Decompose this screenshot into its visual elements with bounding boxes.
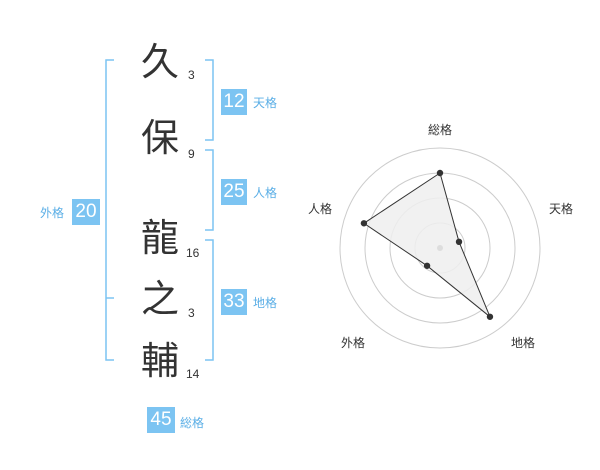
radar-point: [486, 313, 494, 320]
radar-label-gaikaku: 外格: [341, 336, 366, 350]
stroke-count-2: 9: [188, 147, 195, 161]
chikaku-score: 33: [221, 289, 247, 315]
jinkaku-label: 人格: [253, 186, 278, 200]
soukaku-score: 45: [147, 407, 175, 433]
stroke-count-3: 16: [186, 246, 200, 260]
radar-label-jinkaku: 人格: [308, 202, 333, 216]
radar-point: [455, 238, 463, 246]
stroke-count-1: 3: [188, 68, 195, 82]
name-char-4: 之: [140, 277, 179, 321]
name-char-2: 保: [140, 116, 179, 160]
stroke-count-5: 14: [186, 367, 200, 381]
radar-ring: [339, 147, 541, 349]
radar-label-soukaku: 総格: [428, 123, 453, 137]
radar-label-tenkaku: 天格: [549, 202, 574, 216]
soukaku-label: 総格: [180, 416, 205, 430]
gaikaku-label: 外格: [40, 206, 65, 220]
radar-point: [436, 169, 444, 177]
tenkaku-label: 天格: [253, 96, 278, 110]
name-char-1: 久: [140, 40, 179, 84]
tenkaku-bracket: [205, 59, 214, 141]
jinkaku-bracket: [205, 149, 214, 231]
chikaku-label: 地格: [253, 296, 278, 310]
tenkaku-score: 12: [221, 89, 247, 115]
radar-point: [423, 262, 431, 269]
gaikaku-bracket: [105, 59, 114, 361]
name-char-5: 輔: [140, 339, 179, 383]
radar-point: [360, 220, 368, 227]
name-char-3: 龍: [140, 216, 179, 260]
gaikaku-score: 20: [72, 199, 100, 225]
stroke-count-4: 3: [188, 306, 195, 320]
jinkaku-score: 25: [221, 179, 247, 205]
chikaku-bracket: [205, 239, 214, 361]
radar-center-dot: [437, 245, 443, 251]
radar-label-chikaku: 地格: [511, 336, 536, 350]
radar-polygon: [362, 172, 491, 318]
